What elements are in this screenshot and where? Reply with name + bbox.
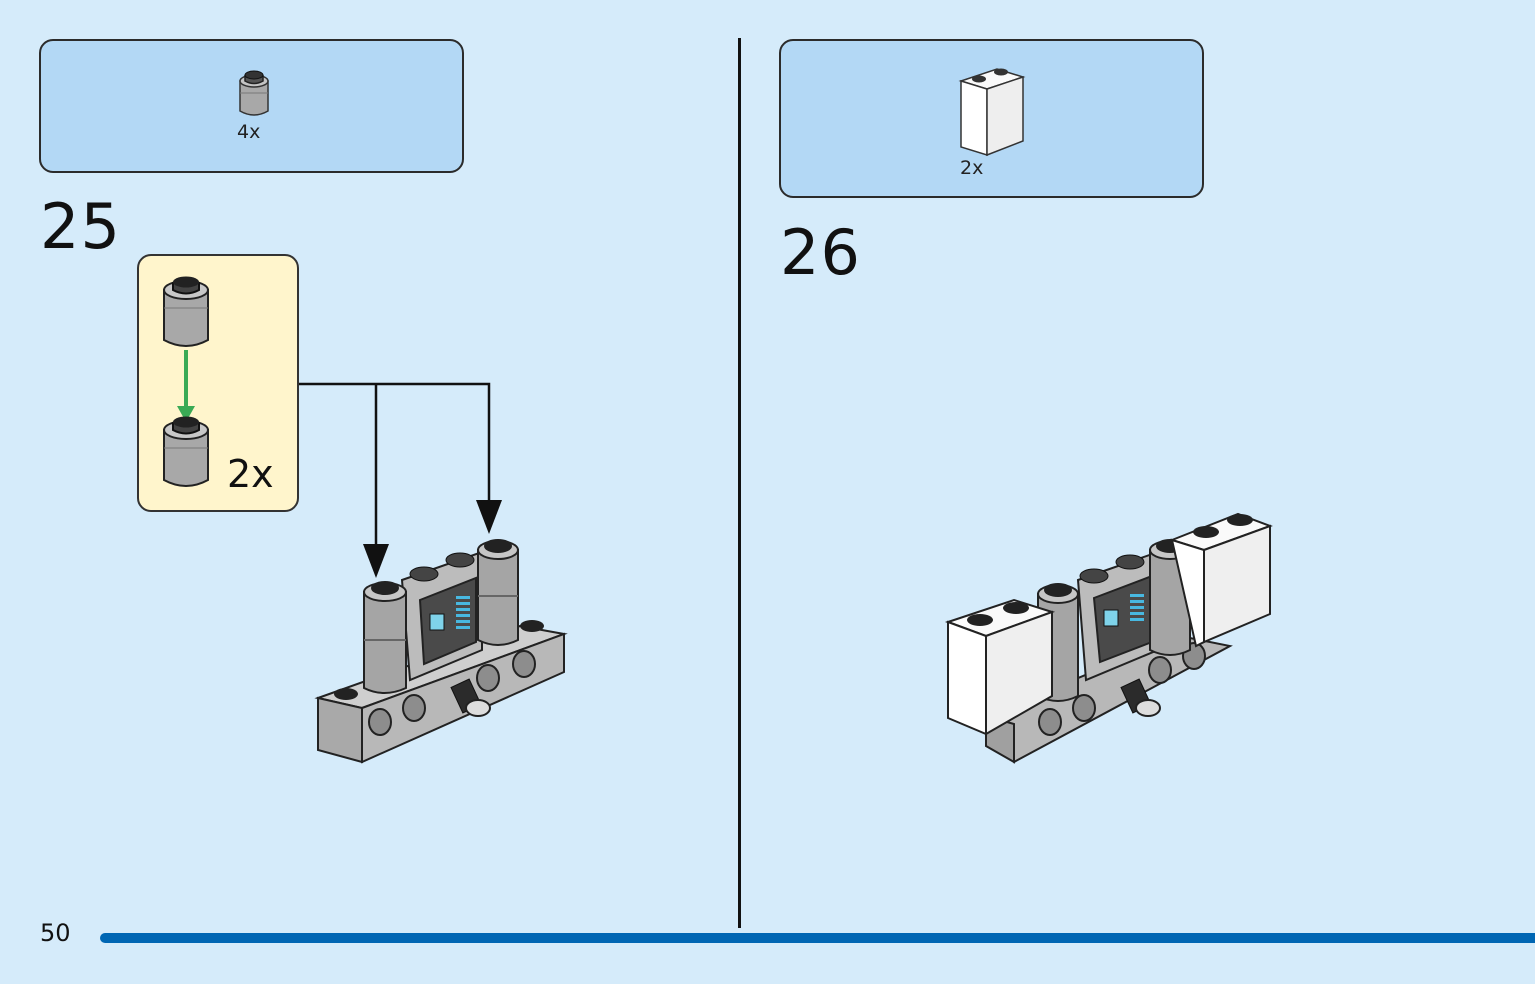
- subassembly-quantity: 2x: [227, 452, 274, 496]
- round-brick-1x1-gray-icon: [163, 416, 209, 487]
- step-number: 26: [780, 216, 861, 289]
- subassembly-illustration: [163, 276, 209, 487]
- part-quantity: 2x: [960, 157, 984, 179]
- step-26-model-illustration: [944, 512, 1273, 764]
- step-25-model-illustration: [314, 539, 568, 764]
- arrow-down-icon: [476, 500, 502, 534]
- parts-callout-step-26: 2x: [779, 39, 1204, 198]
- page-number: 50: [40, 919, 71, 947]
- parts-callout-step-25: 4x: [39, 39, 464, 173]
- round-brick-1x1-gray-icon: [239, 70, 269, 116]
- arrow-down-icon: [363, 544, 389, 578]
- brick-1x2x2-white-icon: [958, 68, 1026, 157]
- step-number: 25: [40, 190, 121, 263]
- progress-bar: [100, 933, 1535, 943]
- round-brick-1x1-gray-icon: [163, 276, 209, 347]
- part-quantity: 4x: [237, 121, 261, 143]
- subassembly-callout: 2x: [137, 254, 299, 512]
- page-divider: [738, 38, 741, 928]
